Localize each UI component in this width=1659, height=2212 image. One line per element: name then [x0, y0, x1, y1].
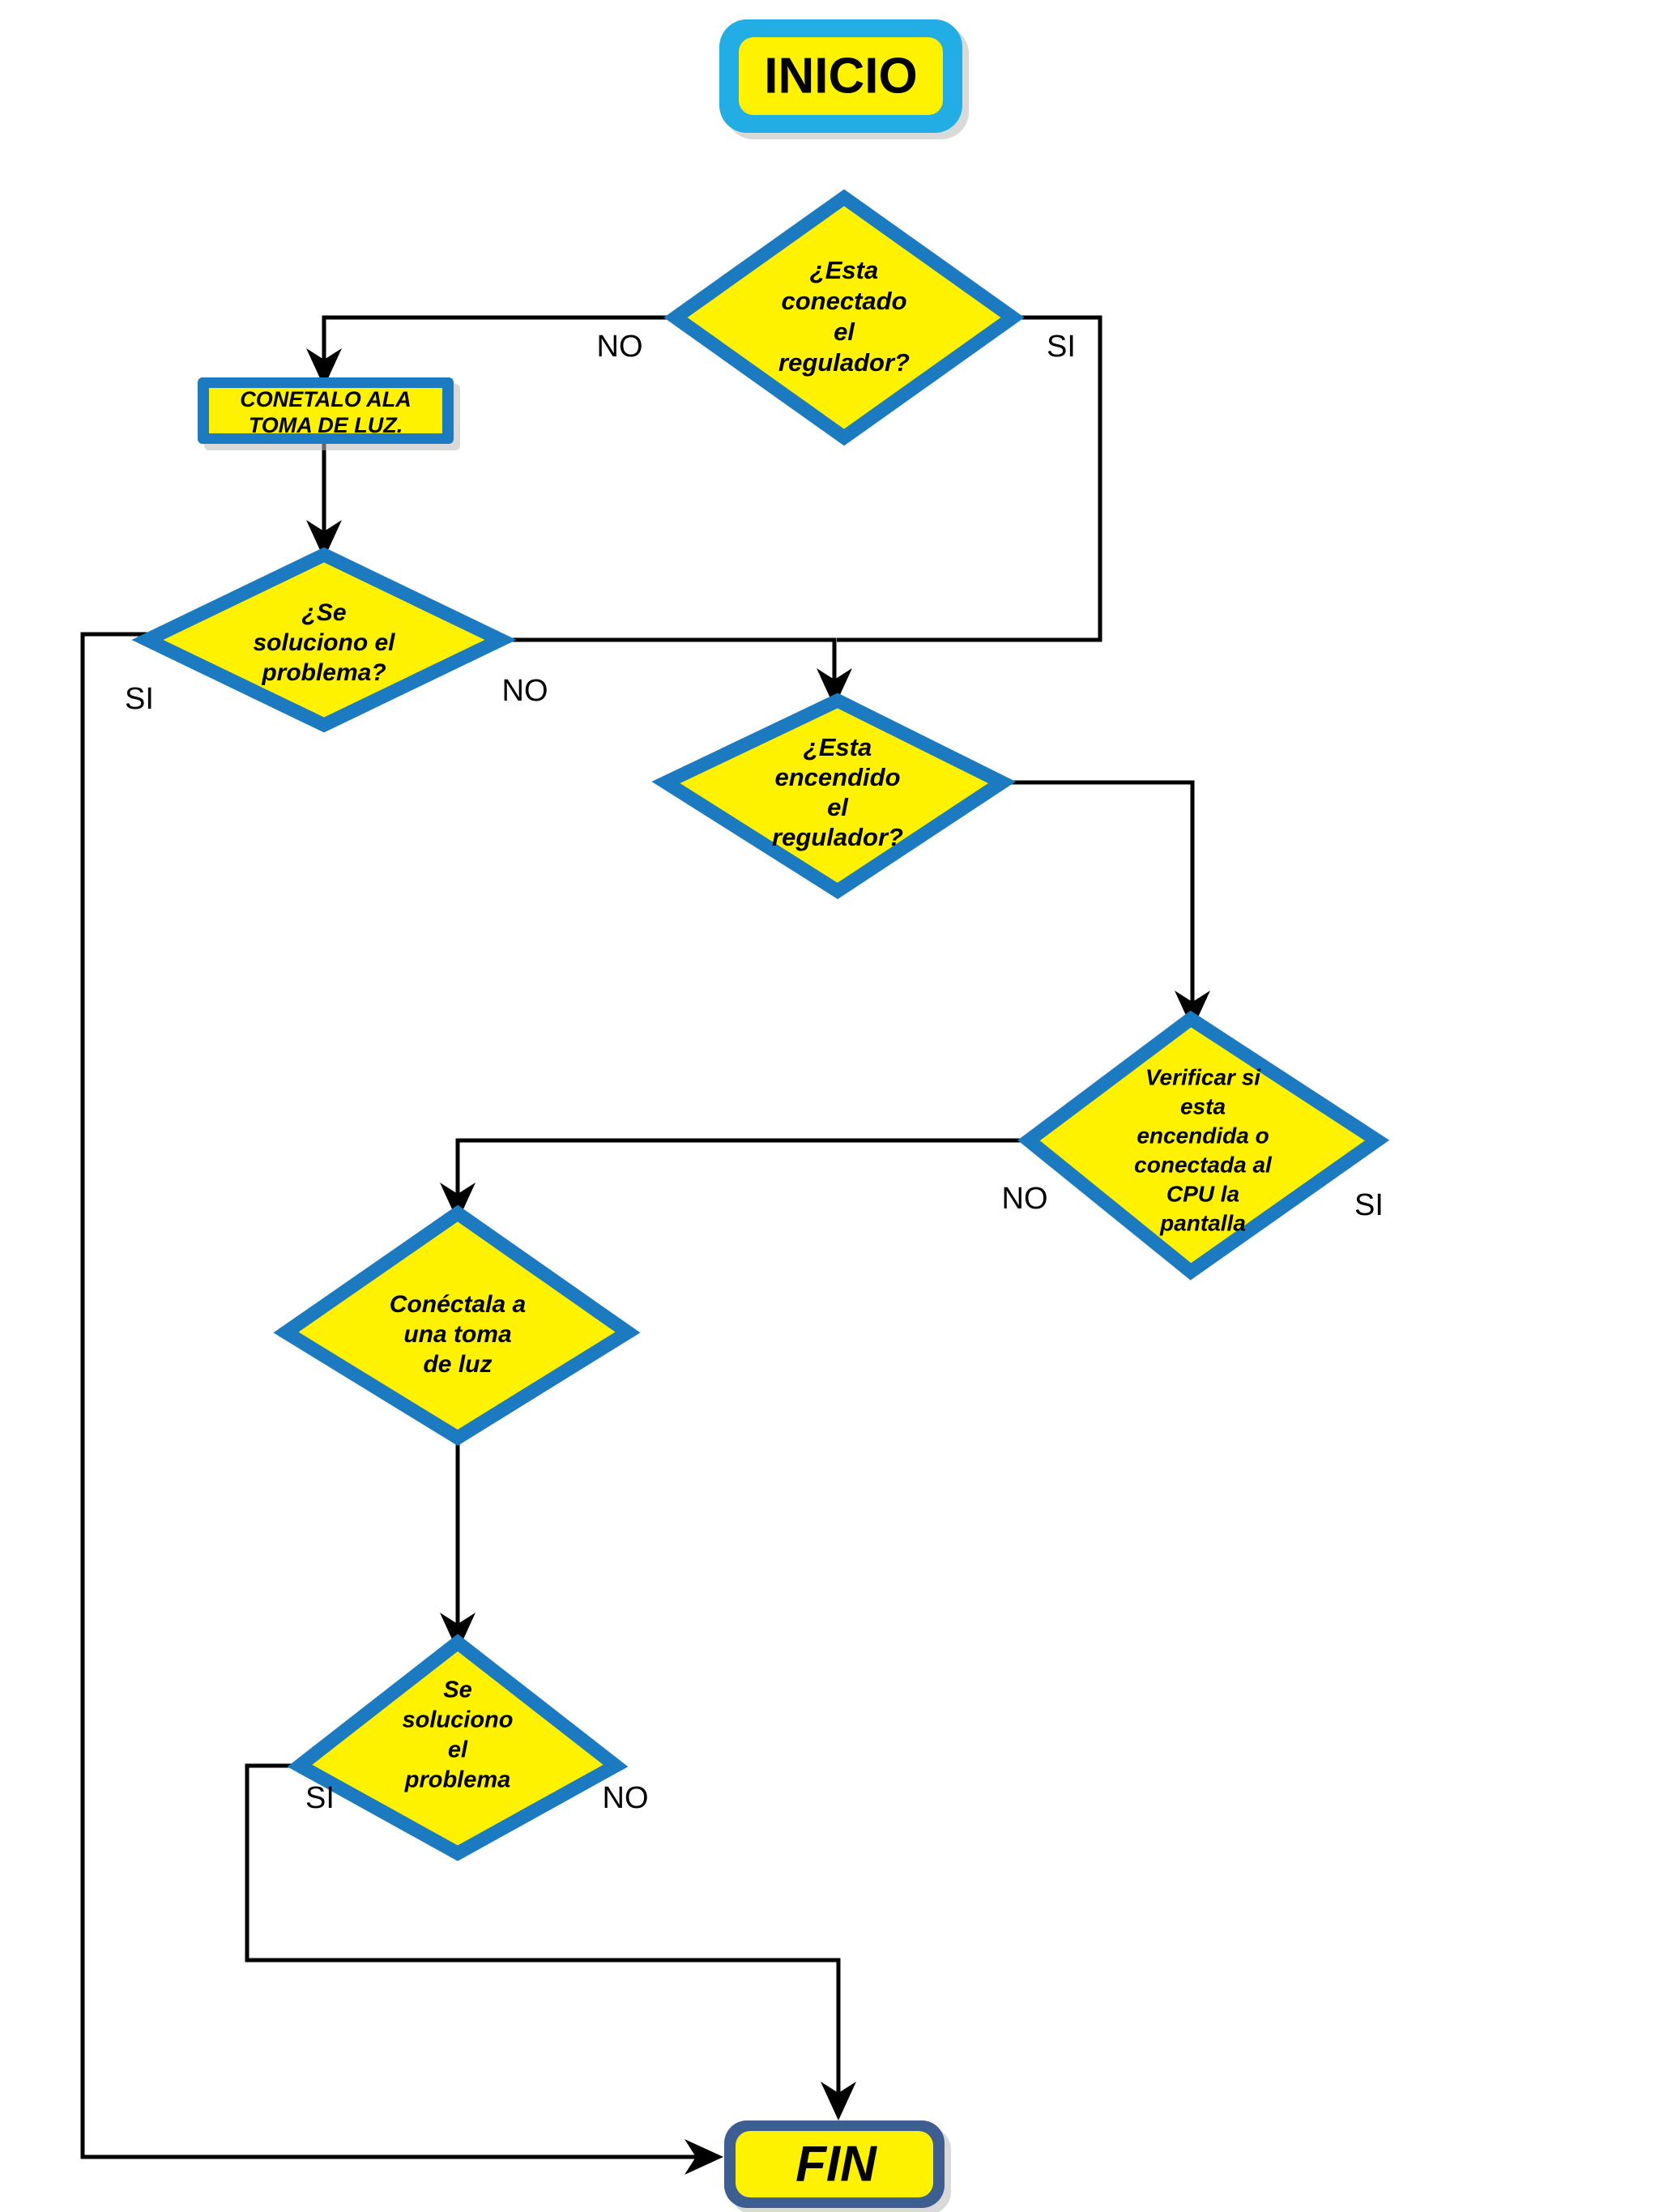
inicio-label: INICIO: [764, 48, 917, 104]
edge-soluciono-no-to-encendido: [501, 637, 837, 688]
arrowhead-conectala-in: [440, 1183, 476, 1221]
arrowhead-se-soluciono-in: [440, 1613, 476, 1652]
node-verificar-pantalla[interactable]: Verificar si esta encendida o conectada …: [1017, 1010, 1390, 1281]
edge-se-soluciono-si-to-fin: [245, 1763, 841, 2102]
d3-line-4: regulador?: [772, 823, 903, 851]
edge-label-d2-no: NO: [502, 674, 548, 708]
fin-label: FIN: [795, 2136, 877, 2192]
decision-diamond-2: [131, 547, 517, 733]
edge-label-d4-no: NO: [1002, 1182, 1048, 1216]
edge-d1-si-to-encendido: [837, 315, 1102, 642]
connector-layer: [80, 315, 1210, 2175]
decision-diamond-4: [1017, 1010, 1390, 1281]
p1-line-1: CONETALO ALA: [240, 387, 411, 411]
decision-diamond-5: [273, 1204, 641, 1446]
edge-verificar-no-to-conectala: [455, 1138, 1029, 1203]
p1-line-2: TOMA DE LUZ.: [249, 413, 403, 437]
d5-line-3: de luz: [423, 1351, 492, 1378]
edge-label-d6-no: NO: [603, 1781, 649, 1815]
node-esta-conectado-regulador[interactable]: ¿Esta conectado el regulador?: [663, 189, 1025, 446]
edge-d1-no-to-conetalo: [322, 315, 676, 369]
decision-diamond-6: [287, 1634, 629, 1861]
arrowhead-encendido-in: [817, 668, 852, 707]
d3-line-3: el: [827, 793, 849, 821]
node-esta-encendido-regulador[interactable]: ¿Esta encendido el regulador?: [651, 693, 1016, 900]
edge-label-d2-si: SI: [125, 682, 154, 716]
arrowhead-soluciono-in: [306, 520, 342, 559]
d3-line-2: encendido: [774, 763, 900, 791]
d4-line-5: CPU la: [1166, 1181, 1239, 1206]
fin-inner-fill: [736, 2131, 933, 2197]
d1-line-1: ¿Esta: [810, 256, 878, 284]
d4-line-3: encendida o: [1137, 1123, 1269, 1148]
p1-inner-fill: [209, 388, 442, 433]
inicio-inner-fill: [739, 37, 943, 115]
d1-line-2: conectado: [781, 287, 906, 315]
arrowhead-fin-in-top: [821, 2082, 856, 2120]
d6-line-1: Se: [443, 1677, 471, 1703]
d1-line-4: regulador?: [778, 348, 910, 377]
edge-label-d6-si: SI: [305, 1781, 335, 1815]
d4-line-2: esta: [1180, 1093, 1226, 1119]
node-fin[interactable]: FIN: [724, 2120, 951, 2212]
d2-line-1: ¿Se: [301, 599, 346, 626]
d3-line-1: ¿Esta: [804, 733, 872, 761]
arrowhead-conetalo-in: [306, 348, 342, 387]
arrowhead-verificar-in: [1175, 991, 1210, 1029]
node-se-soluciono-el-problema-2[interactable]: Se soluciono el problema: [287, 1634, 629, 1861]
d5-line-2: una toma: [403, 1321, 511, 1348]
d1-line-3: el: [834, 318, 855, 346]
node-inicio[interactable]: INICIO: [719, 19, 969, 139]
d6-line-3: el: [448, 1737, 468, 1763]
arrowhead-fin-in-left: [684, 2139, 723, 2175]
d4-line-6: pantalla: [1159, 1210, 1246, 1235]
decision-diamond-1: [663, 189, 1025, 446]
d2-line-2: soluciono el: [253, 629, 395, 656]
decision-diamond-3: [651, 693, 1016, 900]
edge-label-d1-no: NO: [597, 330, 643, 364]
d6-line-4: problema: [404, 1767, 511, 1793]
edge-label-d4-si: SI: [1354, 1188, 1384, 1222]
edge-label-d1-si: SI: [1047, 330, 1076, 364]
edge-soluciono-si-to-fin: [80, 632, 705, 2159]
node-se-soluciono-el-problema-1[interactable]: ¿Se soluciono el problema?: [131, 547, 517, 733]
node-conetalo-ala-toma-de-luz[interactable]: CONETALO ALA TOMA DE LUZ.: [198, 377, 460, 450]
d6-line-2: soluciono: [403, 1707, 514, 1733]
d5-line-1: Conéctala a: [390, 1291, 526, 1318]
d2-line-3: problema?: [261, 659, 386, 686]
d4-line-1: Verificar si: [1145, 1064, 1261, 1089]
edge-encendido-to-verificar: [1002, 780, 1195, 1011]
node-conectala-toma-de-luz[interactable]: Conéctala a una toma de luz: [273, 1204, 641, 1446]
d4-line-4: conectada al: [1134, 1152, 1273, 1177]
